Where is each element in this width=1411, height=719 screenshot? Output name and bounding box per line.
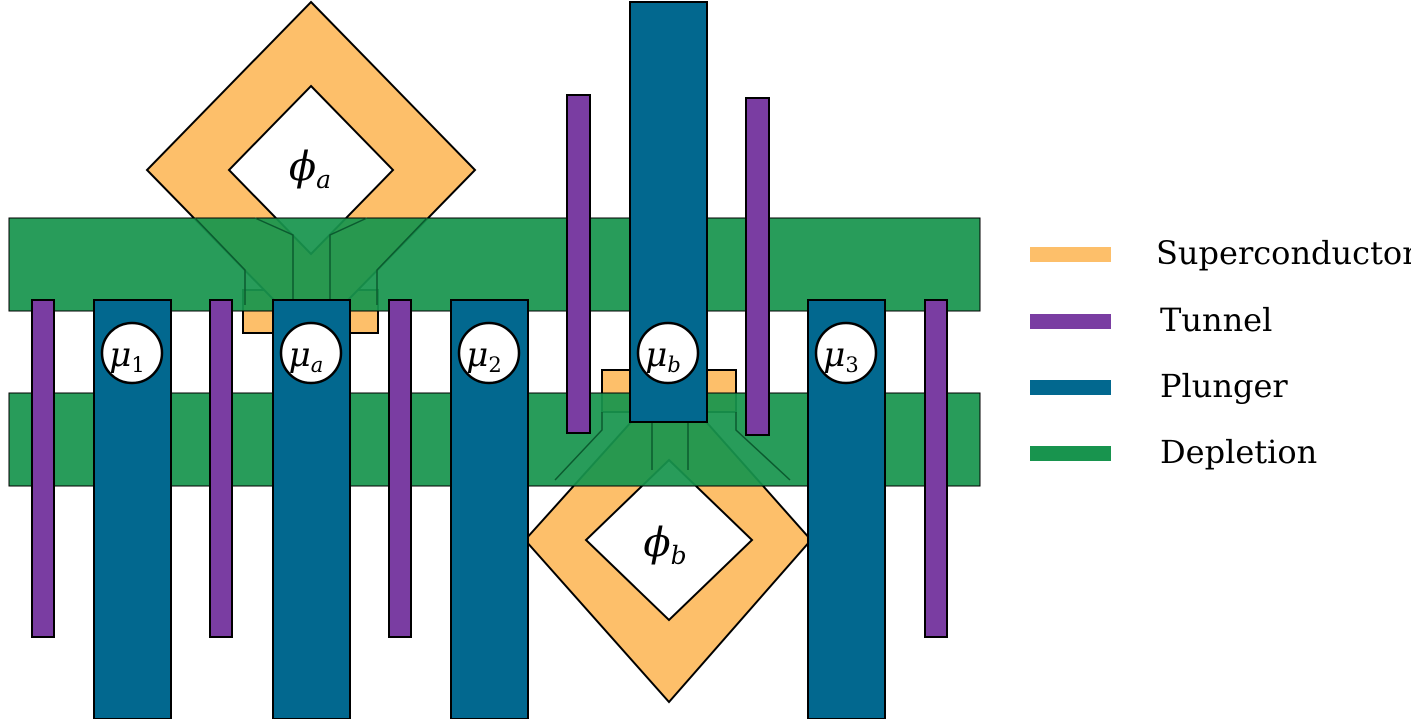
flux-label-b: ϕb: [643, 520, 686, 570]
dot-mua: μa: [279, 321, 343, 385]
dot-mu2: μ2: [457, 321, 521, 385]
legend-item-plunger: Plunger: [1030, 367, 1288, 405]
svg-text:μ3: μ3: [823, 335, 858, 377]
svg-text:μ1: μ1: [109, 335, 144, 377]
dot-mu3: μ3: [814, 321, 878, 385]
depletion-gate-top: [8, 217, 981, 312]
flux-label-a: ϕa: [289, 144, 331, 194]
legend-item-depletion: Depletion: [1030, 433, 1317, 471]
tunnel-gate-1: [31, 299, 55, 638]
legend-label-plunger: Plunger: [1160, 367, 1288, 405]
tunnel-gates: [31, 94, 948, 638]
funnel-outline-b: [554, 412, 791, 481]
tunnel-gate-2: [209, 299, 233, 638]
svg-text:μb: μb: [645, 335, 681, 377]
legend-item-tunnel: Tunnel: [1030, 301, 1272, 339]
svg-text:μa: μa: [289, 335, 324, 377]
svg-text:μ2: μ2: [466, 335, 501, 377]
legend-label-tunnel: Tunnel: [1160, 301, 1272, 339]
tunnel-gate-6: [924, 299, 948, 638]
legend-swatch-depletion: [1030, 446, 1111, 461]
legend-label-superconductor: Superconductor: [1156, 234, 1411, 272]
legend-swatch-plunger: [1030, 380, 1111, 395]
tunnel-gate-5: [745, 97, 770, 436]
tunnel-gate-4: [566, 94, 591, 434]
dot-mu1: μ1: [100, 321, 164, 385]
legend-swatch-tunnel: [1030, 314, 1111, 329]
tunnel-gate-3: [388, 299, 412, 638]
legend: Superconductor Tunnel Plunger Depletion: [1030, 234, 1411, 471]
legend-item-superconductor: Superconductor: [1030, 234, 1411, 272]
funnel-outline-a: [194, 217, 428, 305]
dot-mub: μb: [636, 321, 700, 385]
legend-swatch-superconductor: [1030, 247, 1111, 262]
legend-label-depletion: Depletion: [1160, 433, 1317, 471]
